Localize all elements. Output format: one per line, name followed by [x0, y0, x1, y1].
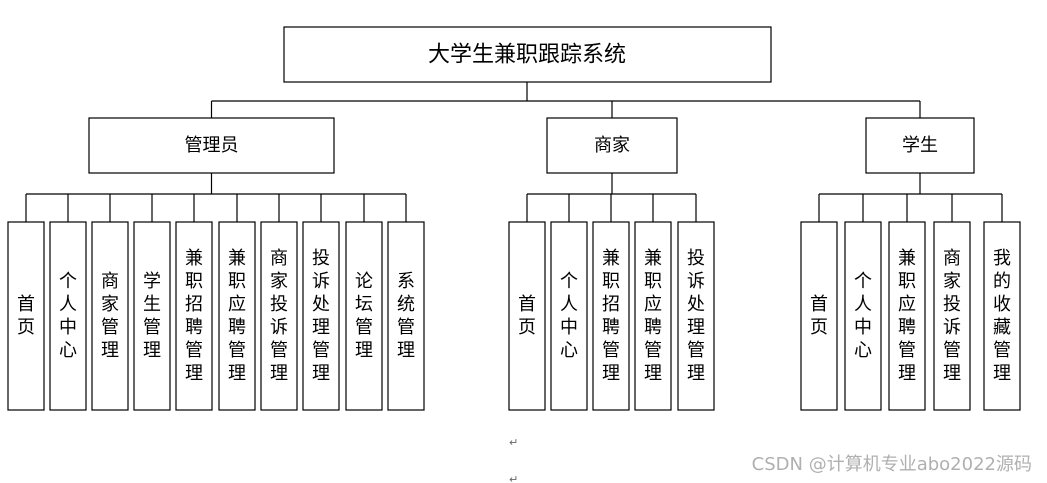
leaf-node: 商家投诉管理: [933, 221, 971, 411]
leaf-box: [550, 221, 588, 411]
leaf-node: 商家管理: [91, 221, 129, 411]
leaf-node: 个人中心: [844, 221, 882, 411]
leaf-node: 我的收藏管理: [983, 221, 1021, 411]
leaf-node: 学生管理: [133, 221, 171, 411]
leaf-label: 学生管理: [143, 271, 161, 361]
leaf-node: 投诉处理管理: [302, 221, 340, 411]
leaf-node: 个人中心: [550, 221, 588, 411]
leaf-label: 首页: [17, 294, 35, 338]
leaf-node: 系统管理: [387, 221, 425, 411]
leaf-box: [49, 221, 87, 411]
leaf-label: 兼职应聘管理: [644, 248, 662, 384]
leaf-node: 首页: [508, 221, 546, 411]
leaf-node: 首页: [800, 221, 838, 411]
group-label: 管理员: [185, 135, 239, 156]
leaf-node: 兼职应聘管理: [634, 221, 672, 411]
leaf-box: [218, 221, 256, 411]
leaf-box: [260, 221, 298, 411]
leaf-label: 投诉处理管理: [687, 248, 705, 384]
leaf-label: 个人中心: [59, 271, 77, 361]
leaf-box: [592, 221, 630, 411]
root-title: 大学生兼职跟踪系统: [428, 43, 626, 68]
connector-lines: [25, 82, 1003, 222]
leaf-label: 兼职招聘管理: [185, 248, 203, 384]
leaf-box: [91, 221, 129, 411]
group-label: 学生: [902, 135, 938, 156]
leaf-box: [7, 221, 45, 411]
group-box: [546, 117, 678, 174]
leaf-box: [634, 221, 672, 411]
leaf-node: 投诉处理管理: [677, 221, 715, 411]
leaf-box: [508, 221, 546, 411]
leaf-label: 商家投诉管理: [270, 248, 288, 384]
leaf-label: 兼职应聘管理: [898, 248, 916, 384]
group-label: 商家: [594, 135, 630, 156]
leaf-label: 首页: [518, 294, 536, 338]
leaf-box: [677, 221, 715, 411]
watermark: CSDN @计算机专业abo2022源码: [752, 454, 1032, 475]
leaf-node: 首页: [7, 221, 45, 411]
leaf-label: 兼职应聘管理: [228, 248, 246, 384]
leaf-box: [175, 221, 213, 411]
leaf-label: 兼职招聘管理: [602, 248, 620, 384]
leaf-label: 投诉处理管理: [312, 248, 330, 384]
leaf-box: [345, 221, 383, 411]
leaf-node: 商家投诉管理: [260, 221, 298, 411]
root-node: 大学生兼职跟踪系统: [283, 26, 772, 83]
leaf-node: 兼职应聘管理: [888, 221, 926, 411]
leaf-box: [888, 221, 926, 411]
leaf-box: [983, 221, 1021, 411]
leaf-label: 个人中心: [854, 271, 872, 361]
leaf-box: [302, 221, 340, 411]
leaf-node: 论坛管理: [345, 221, 383, 411]
leaf-node: 兼职招聘管理: [175, 221, 213, 411]
leaf-label: 商家管理: [101, 271, 119, 361]
leaf-box: [933, 221, 971, 411]
leaf-label: 系统管理: [397, 271, 415, 361]
leaf-label: 首页: [810, 294, 828, 338]
leaf-node: 兼职招聘管理: [592, 221, 630, 411]
leaf-box: [387, 221, 425, 411]
leaf-box: [844, 221, 882, 411]
leaf-label: 论坛管理: [355, 271, 373, 361]
leaf-label: 商家投诉管理: [943, 248, 961, 384]
leaf-node: 兼职应聘管理: [218, 221, 256, 411]
leaf-label: 个人中心: [560, 271, 578, 361]
paragraph-mark: ↵: [509, 473, 518, 483]
leaf-box: [800, 221, 838, 411]
leaf-node: 个人中心: [49, 221, 87, 411]
group-box: [865, 117, 975, 174]
group-box: [88, 117, 335, 174]
leaf-label: 我的收藏管理: [993, 248, 1011, 384]
leaf-box: [133, 221, 171, 411]
paragraph-mark: ↵: [509, 436, 518, 449]
